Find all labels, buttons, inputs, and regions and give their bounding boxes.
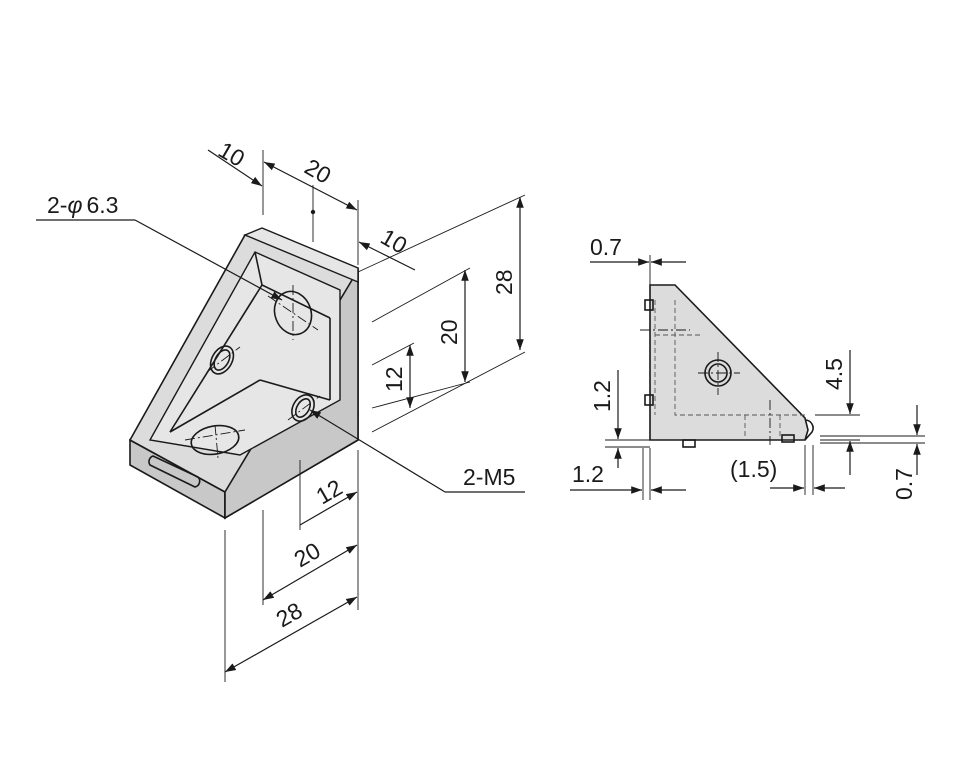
side-profile bbox=[649, 284, 809, 441]
iso-bracket bbox=[128, 227, 359, 520]
side-view-dimensions: 0.7 1.2 1.2 (1.5) 4.5 0.7 bbox=[570, 234, 925, 500]
dim-side-bottom-1-2: 1.2 bbox=[572, 461, 604, 487]
dim-side-left-1-2: 1.2 bbox=[589, 380, 615, 412]
hole-upper bbox=[267, 285, 319, 340]
dim-height-20: 20 bbox=[436, 319, 462, 345]
bottom-slot bbox=[148, 455, 201, 488]
side-view bbox=[640, 284, 814, 448]
dim-top-10-left: 10 bbox=[214, 136, 249, 171]
dim-height-28: 28 bbox=[491, 269, 517, 295]
dim-height-12: 12 bbox=[381, 366, 407, 392]
thread-callout-text: 2-M5 bbox=[463, 464, 515, 490]
top-ridge bbox=[243, 227, 359, 284]
thread-callout: 2-M5 bbox=[309, 409, 525, 493]
hole-bottom bbox=[184, 424, 246, 459]
dim-width-28: 28 bbox=[272, 597, 307, 632]
dim-width-12: 12 bbox=[312, 474, 347, 509]
hole-left bbox=[206, 345, 241, 375]
dim-side-ref-1-5: (1.5) bbox=[730, 456, 777, 482]
iso-height-dimensions: 28 20 12 bbox=[357, 194, 526, 433]
dim-side-right-0-7: 0.7 bbox=[891, 468, 917, 500]
dim-side-top-0-7: 0.7 bbox=[590, 234, 622, 260]
dim-side-right-4-5: 4.5 bbox=[821, 358, 847, 390]
